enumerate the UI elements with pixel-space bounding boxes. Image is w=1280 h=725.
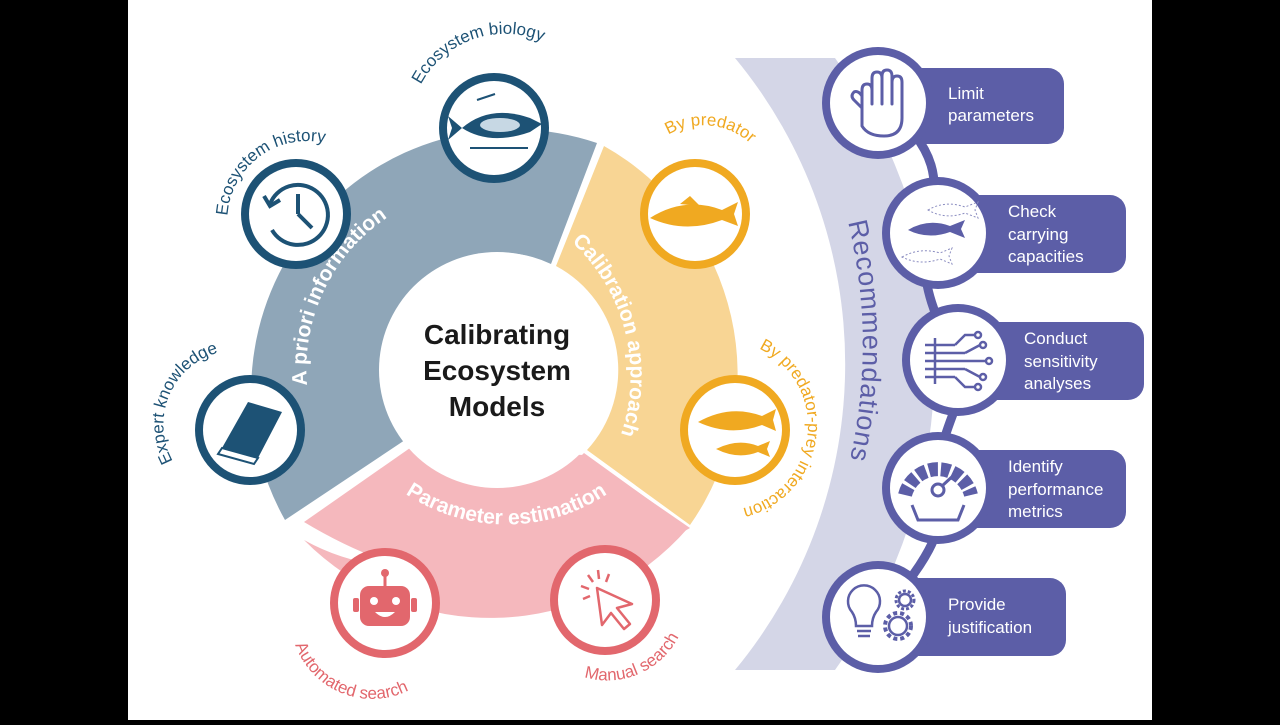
circuit-icon [925,330,994,392]
rec-text-line: Conduct [1024,329,1088,348]
fish-anatomy-icon [448,93,542,149]
lightbulb-gears-icon [846,584,916,641]
robot-icon [353,569,417,626]
fish-school-icon [900,201,979,265]
clock-history-icon [262,182,330,247]
cursor-click-icon [580,569,634,631]
center-title-line: Models [449,391,545,422]
fish-icon [650,196,738,227]
rec-text-line: carrying [1008,225,1068,244]
hand-stop-icon [850,68,904,138]
rec-text-line: performance [1008,480,1103,499]
center-circle [379,252,615,488]
recommendation-limit-parameters: Limit parameters [822,47,1064,159]
rec-text-line: parameters [948,106,1034,125]
rec-text-line: Check [1008,202,1057,221]
rec-text-line: justification [947,618,1032,637]
rec-text-line: sensitivity [1024,352,1098,371]
rec-text-line: Identify [1008,457,1063,476]
recommendation-check-carrying-capacities: Check carrying capacities [882,177,1126,289]
rec-text-line: Limit [948,84,984,103]
rec-text-line: Provide [948,595,1006,614]
recommendations-band [735,58,935,670]
center-title-line: Calibrating [424,319,570,350]
node-ecosystem-biology: Ecosystem biology [408,19,549,183]
predator-prey-fish-icon [698,409,776,457]
rec-text-line: capacities [1008,247,1084,266]
rec-text-line: analyses [1024,374,1091,393]
node-ecosystem-history: Ecosystem history [212,126,351,269]
recommendation-conduct-sensitivity-analyses: Conduct sensitivity analyses [902,304,1144,416]
gauge-icon [898,462,978,522]
recommendation-identify-performance-metrics: Identify performance metrics [882,432,1126,544]
recommendation-provide-justification: Provide justification [822,561,1066,673]
node-by-predator-prey-interaction: By predator-prey interaction [680,335,823,523]
rec-text-line: metrics [1008,502,1063,521]
center-title-line: Ecosystem [423,355,571,386]
book-icon [216,402,282,466]
